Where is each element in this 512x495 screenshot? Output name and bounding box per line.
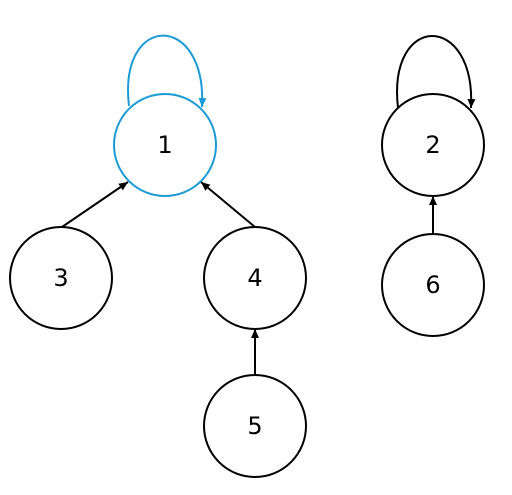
edge-3-to-1 <box>61 181 129 228</box>
node-1-circle <box>113 93 217 197</box>
node-2: 2 <box>381 93 485 197</box>
node-4-circle <box>203 226 307 330</box>
node-4: 4 <box>203 226 307 330</box>
node-6: 6 <box>381 233 485 337</box>
node-3-label: 3 <box>53 264 68 292</box>
self-loop-edge-2 <box>396 35 476 109</box>
node-2-circle <box>381 93 485 197</box>
node-5-label: 5 <box>247 412 262 440</box>
node-5-circle <box>203 374 307 478</box>
node-6-label: 6 <box>425 271 440 299</box>
node-1: 1 <box>113 93 217 197</box>
self-loop-edge-1 <box>127 34 207 108</box>
node-4-label: 4 <box>247 264 262 292</box>
node-2-label: 2 <box>425 131 440 159</box>
node-6-circle <box>381 233 485 337</box>
node-1-label: 1 <box>157 131 172 159</box>
node-3-circle <box>9 226 113 330</box>
edge-4-to-1 <box>200 181 256 228</box>
node-3: 3 <box>9 226 113 330</box>
node-5: 5 <box>203 374 307 478</box>
